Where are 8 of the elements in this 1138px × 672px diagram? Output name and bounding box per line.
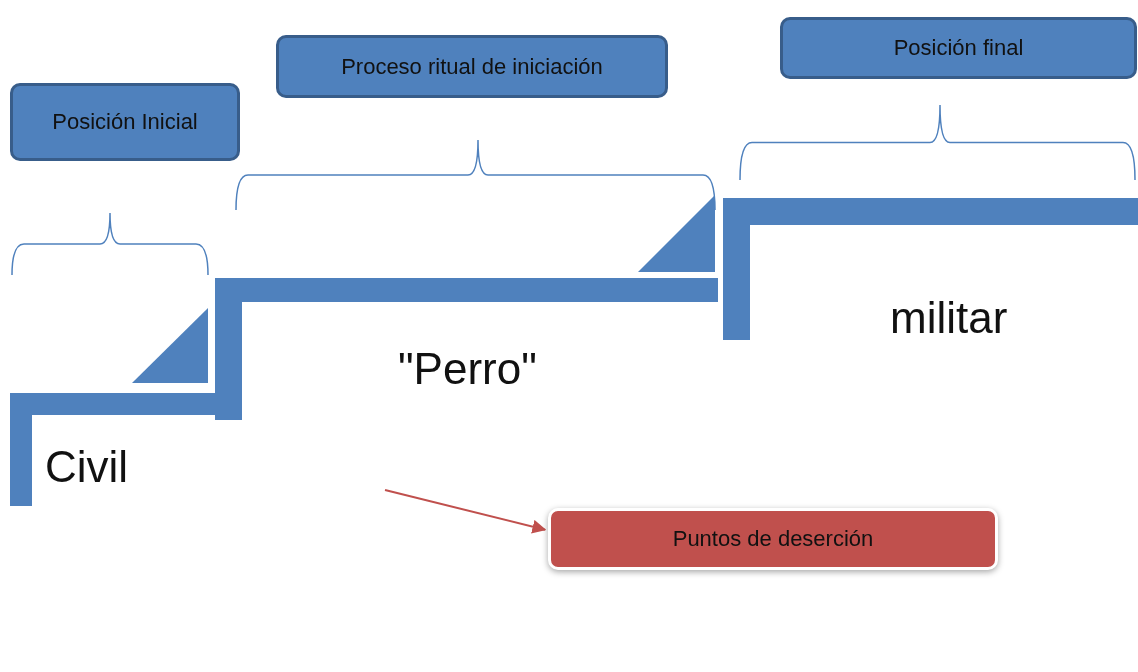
stage-label: Civil: [45, 445, 129, 489]
stage-label: "Perro": [398, 347, 537, 391]
stage-box: Proceso ritual de iniciación: [276, 35, 668, 98]
stage-label: militar: [890, 296, 1008, 340]
legend-box: Puntos de deserción: [548, 508, 998, 570]
stage-box: Posición final: [780, 17, 1137, 79]
arrow: [384, 489, 547, 534]
stage-box: Posición Inicial: [10, 83, 240, 161]
